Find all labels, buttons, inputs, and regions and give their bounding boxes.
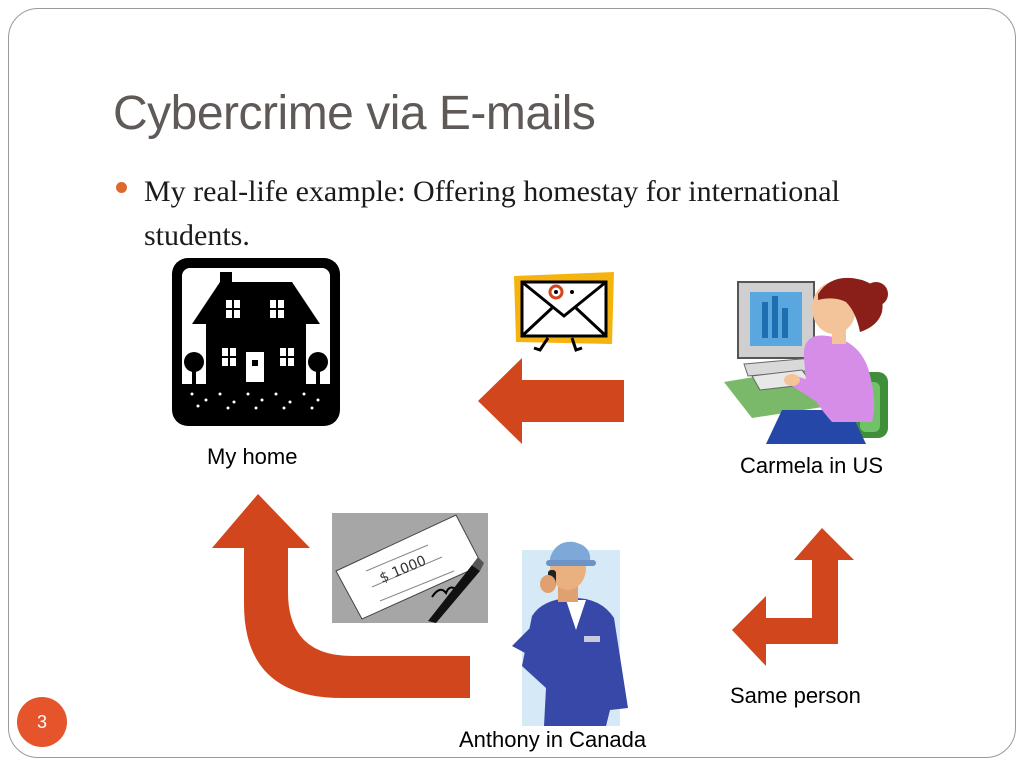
woman-at-computer-icon: [724, 277, 888, 444]
caption-anthony: Anthony in Canada: [459, 727, 647, 752]
cheque-icon: $ 1000: [332, 513, 488, 623]
caption-my-home: My home: [207, 444, 298, 469]
corner-up-arrow: [732, 528, 854, 666]
envelope-icon: [514, 272, 614, 352]
bullet-text: My real-life example: Offering homestay …: [144, 175, 840, 252]
bullet-dot: [116, 182, 127, 193]
left-arrow: [478, 358, 624, 444]
caption-carmela: Carmela in US: [740, 453, 884, 478]
man-on-phone-icon: [512, 541, 628, 726]
curved-up-arrow: [212, 494, 470, 698]
caption-same-person: Same person: [730, 683, 861, 708]
slide-title: Cybercrime via E-mails: [113, 87, 596, 140]
house-icon: [172, 258, 340, 426]
page-number-badge: 3: [17, 697, 67, 747]
